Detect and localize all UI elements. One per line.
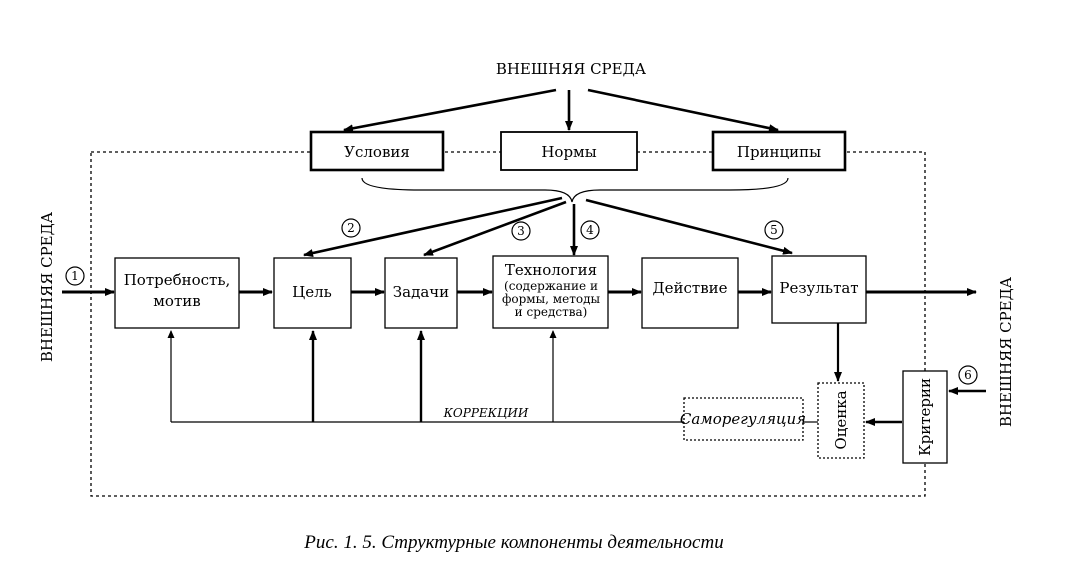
marker-1: 1 <box>65 266 85 286</box>
tech-label-1: Технология <box>505 261 597 279</box>
figure-caption: Рис. 1. 5. Структурные компоненты деятел… <box>303 532 723 553</box>
self-regulation-box: Саморегуляция <box>680 397 806 441</box>
tech-label-3: формы, методы <box>502 292 601 306</box>
influence-arrows <box>303 196 793 257</box>
norms-label: Нормы <box>541 143 596 161</box>
criteria-label: Критерии <box>916 378 934 456</box>
criteria-box: Критерии <box>902 370 948 464</box>
correction-label: КОРРЕКЦИИ <box>443 406 529 420</box>
svg-text:4: 4 <box>586 223 594 237</box>
env-top-label: ВНЕШНЯЯ СРЕДА <box>496 60 647 78</box>
result-box: Результат <box>771 255 867 324</box>
conditions-label: Условия <box>344 143 410 161</box>
svg-text:6: 6 <box>964 368 972 382</box>
evaluation-label: Оценка <box>832 390 850 449</box>
principles-box: Принципы <box>711 130 847 172</box>
marker-2: 2 <box>341 218 361 238</box>
tech-label-4: и средства) <box>515 305 588 319</box>
correction-feedback <box>167 330 684 423</box>
result-label: Результат <box>779 279 858 297</box>
tech-label-2: (содержание и <box>504 279 598 293</box>
marker-3: 3 <box>511 221 531 241</box>
action-box: Действие <box>641 257 739 329</box>
goal-label: Цель <box>292 283 332 301</box>
goal-box: Цель <box>273 257 352 329</box>
need-motive-box: Потребность, мотив <box>114 257 240 329</box>
svg-text:1: 1 <box>71 269 79 283</box>
marker-5: 5 <box>764 220 784 240</box>
tasks-box: Задачи <box>384 257 458 329</box>
norms-box: Нормы <box>500 131 638 171</box>
need-label-2: мотив <box>153 292 200 310</box>
svg-text:5: 5 <box>770 223 778 237</box>
technology-box: Технология (содержание и формы, методы и… <box>492 255 609 329</box>
need-label-1: Потребность, <box>124 271 231 289</box>
self-regulation-label: Саморегуляция <box>680 410 806 428</box>
svg-text:2: 2 <box>347 221 355 235</box>
evaluation-box: Оценка <box>817 382 865 459</box>
marker-4: 4 <box>580 220 600 240</box>
env-right-label: ВНЕШНЯЯ СРЕДА <box>997 276 1015 427</box>
tasks-label: Задачи <box>393 283 449 301</box>
svg-text:3: 3 <box>517 224 525 238</box>
action-label: Действие <box>652 279 727 297</box>
env-left-label: ВНЕШНЯЯ СРЕДА <box>38 211 56 362</box>
env-top-arrows <box>343 88 779 133</box>
conditions-box: Условия <box>309 130 445 172</box>
grouping-brace <box>361 177 789 203</box>
marker-6: 6 <box>958 365 978 385</box>
principles-label: Принципы <box>737 143 821 161</box>
